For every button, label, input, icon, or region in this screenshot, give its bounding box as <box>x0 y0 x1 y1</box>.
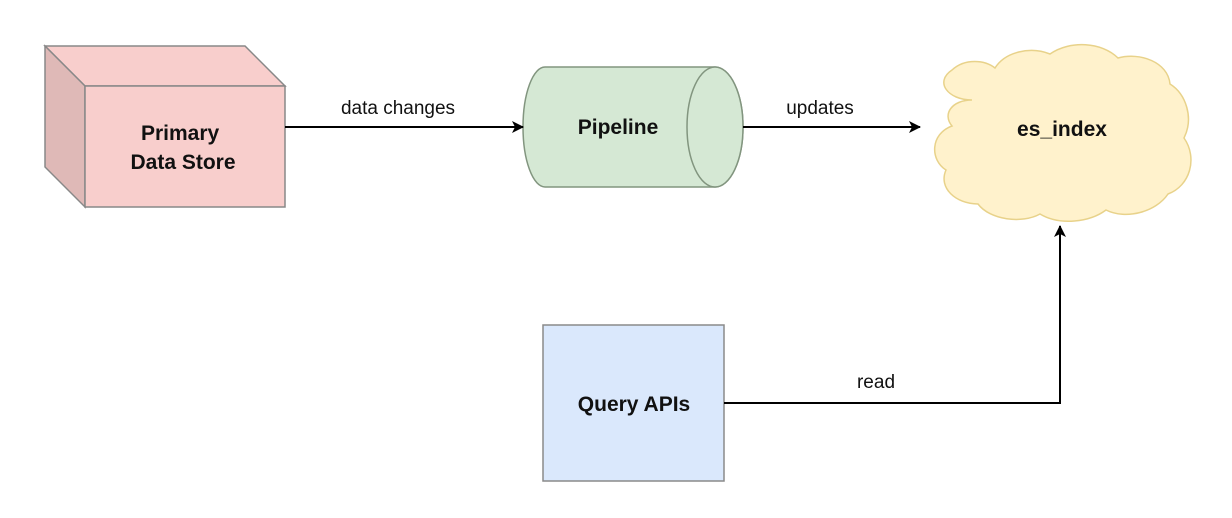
es-index-label: es_index <box>1017 118 1107 141</box>
primary-data-store-front-face <box>84 85 286 208</box>
query-apis-box <box>542 324 725 482</box>
pipeline-end-cap <box>686 66 744 188</box>
query-apis-label: Query APIs <box>578 393 690 416</box>
pipeline-label: Pipeline <box>578 116 659 139</box>
edge-data-changes: data changes <box>285 98 524 133</box>
es-index-cloud-shape <box>933 43 1192 222</box>
primary-data-store-label-line2: Data Store <box>130 151 235 174</box>
primary-data-store-top-face <box>43 45 287 87</box>
edge-updates-label: updates <box>786 98 854 119</box>
primary-data-store-label: Primary Data Store <box>130 122 235 174</box>
query-apis-node[interactable]: Query APIs <box>542 324 725 482</box>
edge-read-line <box>724 225 1066 404</box>
edge-read: read <box>724 225 1066 404</box>
primary-data-store-node[interactable]: Primary Data Store <box>43 44 287 209</box>
edge-read-label: read <box>857 372 895 393</box>
edge-updates: updates <box>743 98 921 133</box>
es-index-node[interactable]: es_index <box>933 43 1192 222</box>
edge-data-changes-label: data changes <box>341 98 455 119</box>
primary-data-store-label-line1: Primary <box>141 122 220 145</box>
pipeline-node[interactable]: Pipeline <box>522 66 744 188</box>
